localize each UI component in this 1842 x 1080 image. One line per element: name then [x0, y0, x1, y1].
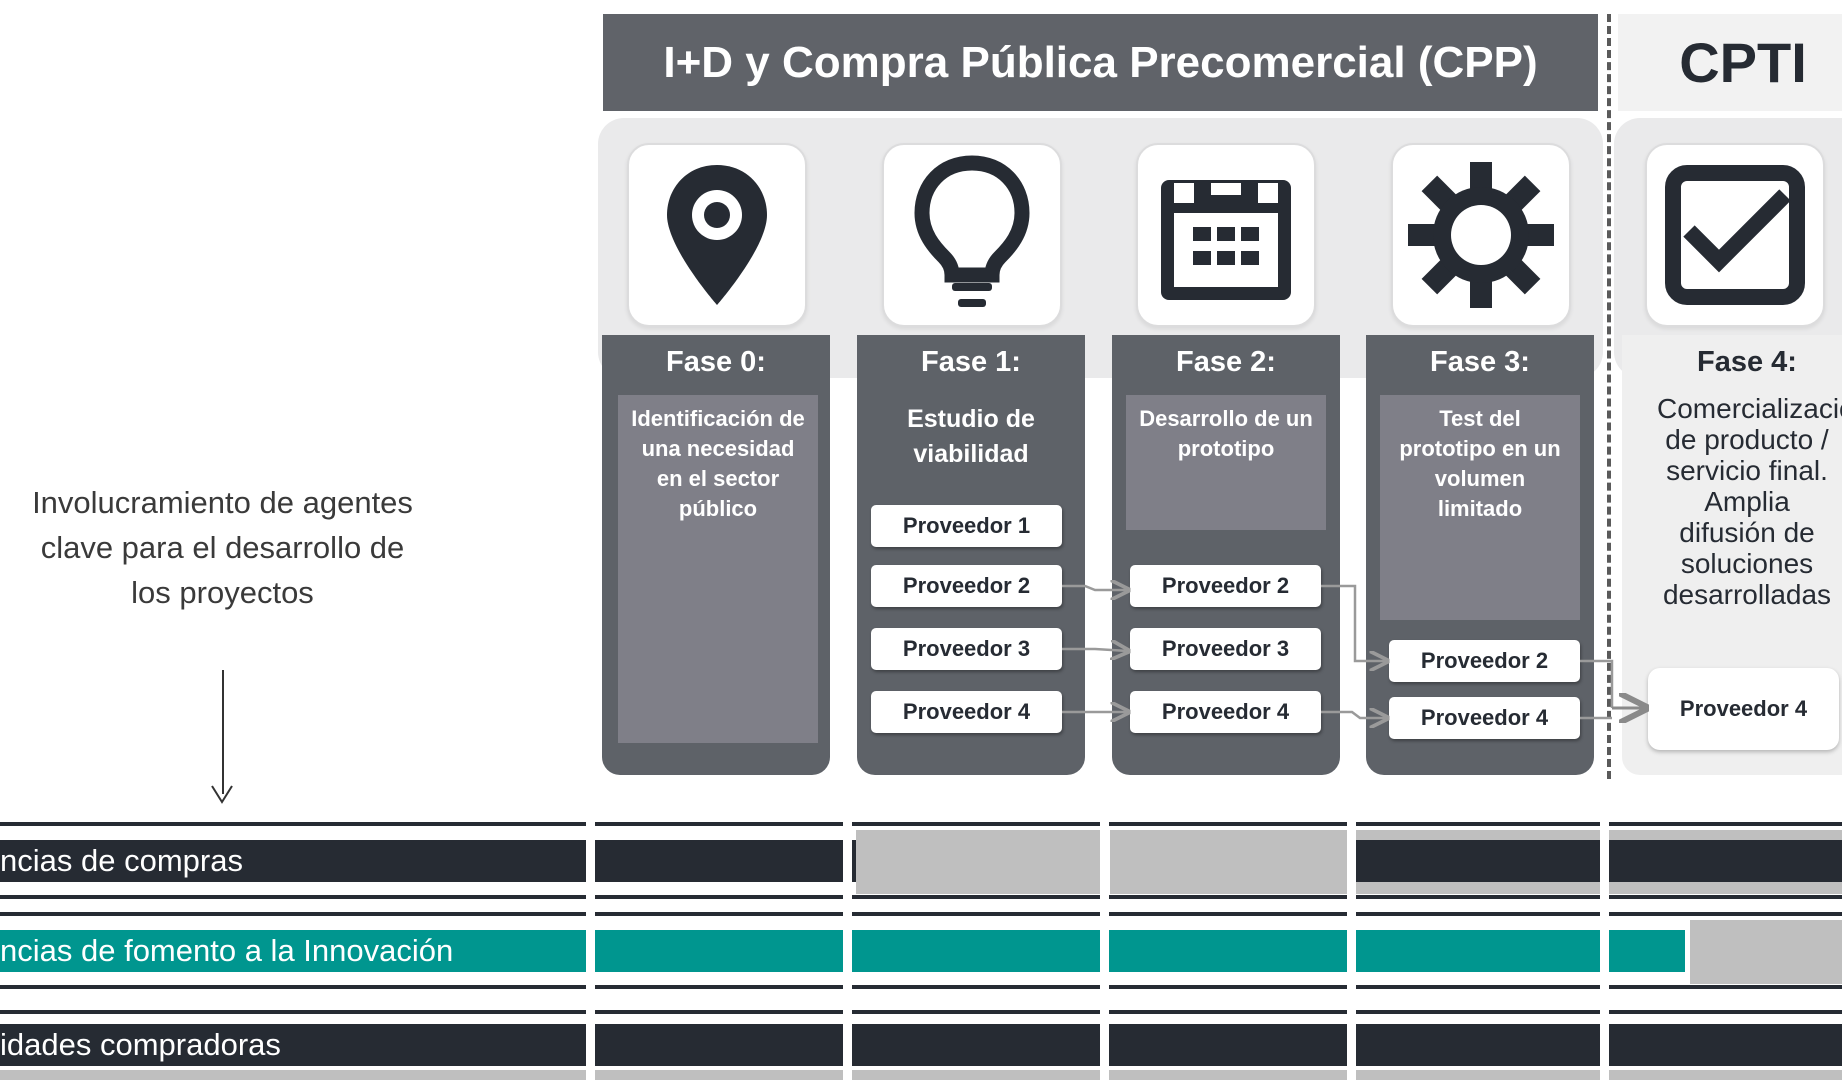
row3-top-line: [0, 1010, 1842, 1014]
timeline-bar-1a: ncias de compras: [0, 840, 856, 882]
cpti-title-bar: CPTI: [1618, 14, 1842, 111]
row2-cell-right: [1690, 920, 1842, 984]
fase3-description: Test del prototipo en un volumen limitad…: [1399, 406, 1561, 521]
fase1-description: Estudio de viabilidad: [907, 405, 1035, 468]
row1-cell-fase2: [1110, 830, 1350, 894]
fase2-description: Desarrollo de un prototipo: [1139, 406, 1313, 461]
lightbulb-icon: [914, 155, 1030, 307]
fase1-proveedor-4: Proveedor 4: [871, 691, 1062, 733]
cpp-cpti-separator: [1607, 14, 1611, 779]
timeline-bar-2: ncias de fomento a la Innovación: [0, 930, 1685, 972]
fase4-icon-box: [1645, 143, 1825, 327]
timeline-label-3: idades compradoras: [0, 1027, 281, 1062]
caption-line-3: los proyectos: [131, 575, 314, 610]
fase1-proveedor-3: Proveedor 3: [871, 628, 1062, 670]
fase4-proveedor-4: Proveedor 4: [1648, 668, 1839, 750]
fase1-proveedor-1: Proveedor 1: [871, 505, 1062, 547]
fase4-description: Comercialización de producto / servicio …: [1622, 393, 1842, 610]
caption-line-1: Involucramiento de agentes: [32, 485, 413, 520]
fase4-label: Fase 4:: [1697, 346, 1797, 378]
row1-bottom-line: [0, 895, 1842, 899]
fase1-icon-box: [882, 143, 1062, 327]
location-pin-icon: [667, 165, 767, 305]
fase4-description-text: Comercialización de producto / servicio …: [1657, 393, 1842, 610]
timeline-bar-1b: [1355, 840, 1842, 882]
timeline-sep-1: [586, 822, 595, 1080]
fase1-label: Fase 1:: [921, 346, 1021, 378]
row2-top-line: [0, 912, 1842, 916]
fase3-icon-box: [1391, 143, 1571, 327]
row3-bottom-band: [0, 1070, 1842, 1080]
timeline-label-2: ncias de fomento a la Innovación: [0, 933, 454, 968]
down-arrow-icon: [211, 785, 233, 804]
cpti-title: CPTI: [1679, 31, 1807, 94]
cpp-title: I+D y Compra Pública Precomercial (CPP): [663, 37, 1538, 87]
fase3-proveedor-4: Proveedor 4: [1389, 697, 1580, 739]
connector-f2p2-f3p2: [1321, 584, 1387, 661]
fase2-label: Fase 2:: [1176, 346, 1276, 378]
row1-cell-fase1: [856, 830, 1106, 894]
cpp-title-bar: I+D y Compra Pública Precomercial (CPP): [603, 14, 1598, 111]
row1-top-line: [0, 822, 1842, 826]
fase0-description: Identificación de una necesidad en el se…: [631, 406, 805, 521]
fase0-desc-bg: [618, 395, 818, 743]
gear-icon: [1408, 162, 1554, 308]
fase2-proveedor-4: Proveedor 4: [1130, 691, 1321, 733]
agents-caption: Involucramiento de agentes clave para el…: [0, 480, 445, 615]
timeline-sep-4: [1347, 822, 1356, 1080]
caption-arrow-shaft: [222, 670, 224, 794]
fase2-proveedor-3: Proveedor 3: [1130, 628, 1321, 670]
fase2-icon-box: [1136, 143, 1316, 327]
connector-f1p3-f2p3: [1062, 649, 1128, 651]
fase3-desc-bg: [1380, 395, 1580, 620]
fase2-desc-bg: [1126, 395, 1326, 530]
connector-f2p4-f3p4: [1321, 712, 1387, 718]
fase3-label: Fase 3:: [1430, 346, 1530, 378]
fase2-proveedor-2: Proveedor 2: [1130, 565, 1321, 607]
chart-check-icon: [1665, 165, 1805, 305]
calendar-icon: [1161, 180, 1291, 300]
timeline-sep-5: [1600, 822, 1609, 1080]
fase0-label: Fase 0:: [666, 346, 766, 378]
row2-bottom-line: [0, 985, 1842, 989]
timeline-sep-3: [1100, 822, 1109, 1080]
connector-f1p2-f2p2: [1062, 586, 1128, 590]
timeline-label-1: ncias de compras: [0, 843, 243, 878]
fase0-icon-box: [627, 143, 807, 327]
caption-line-2: clave para el desarrollo de: [40, 530, 405, 565]
timeline-sep-2: [843, 822, 852, 1080]
fase3-proveedor-2: Proveedor 2: [1389, 640, 1580, 682]
fase1-proveedor-2: Proveedor 2: [871, 565, 1062, 607]
timeline-bar-3: idades compradoras: [0, 1024, 1842, 1066]
connector-f3p2-f4: [1580, 659, 1614, 708]
